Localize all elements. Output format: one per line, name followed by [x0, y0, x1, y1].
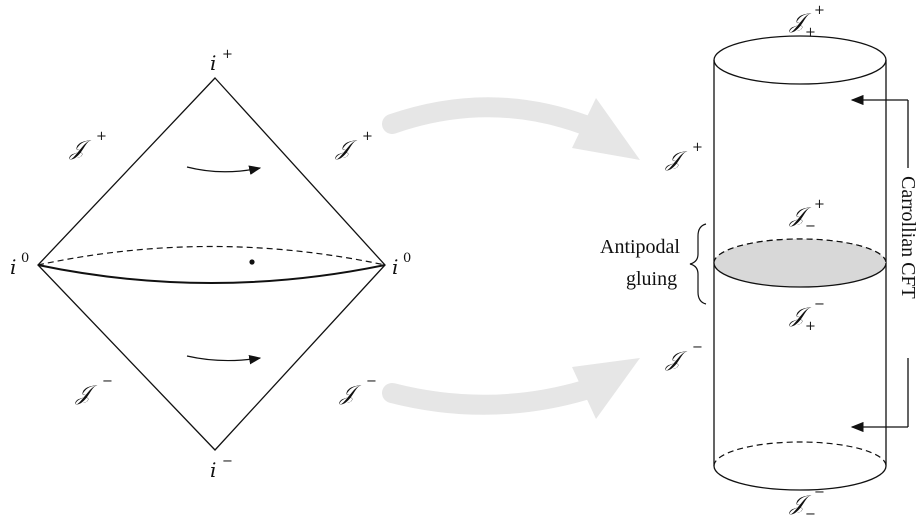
scri-plus-minus-sub: +: [805, 319, 816, 334]
scri-plus-left-label: 𝒥: [69, 136, 92, 160]
i-plus-label: i: [210, 51, 216, 75]
cylinder-top-ellipse: [713, 35, 887, 85]
middle-disk-fill: [714, 239, 886, 287]
scri-plus-side-sup: +: [692, 140, 703, 155]
scri-plus-minus-sup: −: [814, 297, 825, 312]
scri-minus-minus-sup: −: [814, 485, 825, 500]
i0-right-label: i: [392, 255, 398, 279]
i0-left-label: i: [10, 255, 16, 279]
upper-gray-arrow-body: [382, 97, 595, 135]
cylinder: [713, 35, 887, 491]
antipodal-label-line1: Antipodal: [600, 236, 680, 258]
i0-left-sup: 0: [21, 251, 29, 266]
map-arrows: [382, 97, 640, 419]
lower-gray-arrow-body: [382, 380, 595, 415]
scri-minus-right-label: 𝒥: [339, 381, 362, 405]
i-plus-sup: +: [222, 47, 233, 62]
scri-plus-right-sup: +: [362, 129, 373, 144]
scri-minus-left-sup: −: [102, 374, 113, 389]
scri-plus-right-label: 𝒥: [335, 136, 358, 160]
carrollian-cft-label: Carrollian CFT: [897, 176, 919, 299]
equator-dashed-arc: [37, 245, 386, 266]
lower-gray-arrow-head: [572, 358, 640, 419]
upper-gray-arrow-head: [572, 98, 640, 160]
scri-plus-plus-sup: +: [814, 3, 825, 18]
carrollian-bracket: [850, 94, 909, 433]
middle-disk-back-dashed-over: [713, 238, 887, 264]
scri-minus-right-sup: −: [366, 374, 377, 389]
i-minus-sup: −: [222, 454, 233, 469]
bottom-ellipse-back-dashed: [713, 441, 887, 467]
lower-flow-arrow: [186, 354, 262, 365]
scri-plus-plus-sub: +: [805, 25, 816, 40]
bottom-ellipse-front: [713, 465, 887, 491]
antipodal-brace: [689, 223, 707, 305]
penrose-diamond: [37, 77, 386, 451]
scri-minus-plus-sub: −: [805, 219, 816, 234]
scri-plus-side-label: 𝒥: [665, 147, 688, 171]
diamond-outline: [37, 77, 386, 451]
scri-minus-side-sup: −: [692, 340, 703, 355]
center-dot: [249, 259, 255, 265]
scri-minus-side-label: 𝒥: [665, 347, 688, 371]
scri-minus-minus-sub: −: [805, 507, 816, 522]
middle-disk-front: [713, 262, 887, 288]
scri-plus-left-sup: +: [96, 129, 107, 144]
i-minus-label: i: [210, 458, 216, 482]
scri-minus-left-label: 𝒥: [75, 381, 98, 405]
upper-flow-arrow: [186, 165, 262, 175]
antipodal-label-line2: gluing: [626, 268, 677, 290]
i0-right-sup: 0: [403, 251, 411, 266]
equator-solid-arc: [37, 264, 386, 284]
scri-minus-plus-sup: +: [814, 197, 825, 212]
